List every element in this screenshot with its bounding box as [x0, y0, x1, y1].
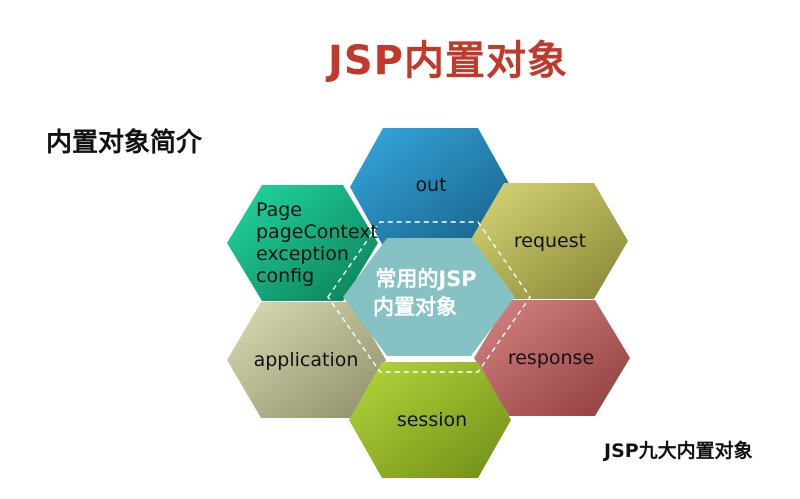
hexagon-request — [470, 183, 628, 299]
hexagon-session — [349, 362, 511, 478]
hexagon-center-fill — [343, 238, 515, 356]
hexagon-page-group — [227, 185, 378, 301]
center-label-line2: 内置对象 — [373, 295, 457, 319]
page-title: JSP内置对象 — [327, 38, 568, 84]
label-response: response — [508, 347, 594, 369]
hexagon-center — [327, 221, 531, 373]
label-out: out — [415, 174, 446, 196]
label-pagecontext: pageContext — [256, 221, 378, 243]
hexagon-out — [350, 128, 511, 246]
center-label-line1: 常用的JSP — [375, 267, 476, 291]
section-subtitle: 内置对象简介 — [46, 128, 203, 158]
label-session: session — [397, 409, 467, 431]
label-application: application — [254, 349, 359, 371]
label-exception: exception — [256, 243, 349, 265]
hexagon-response — [474, 300, 630, 416]
diagram-caption: JSP九大内置对象 — [604, 440, 753, 462]
label-page: Page — [256, 199, 302, 221]
hexagon-application — [227, 302, 386, 418]
label-config: config — [256, 265, 314, 287]
label-request: request — [514, 230, 586, 252]
